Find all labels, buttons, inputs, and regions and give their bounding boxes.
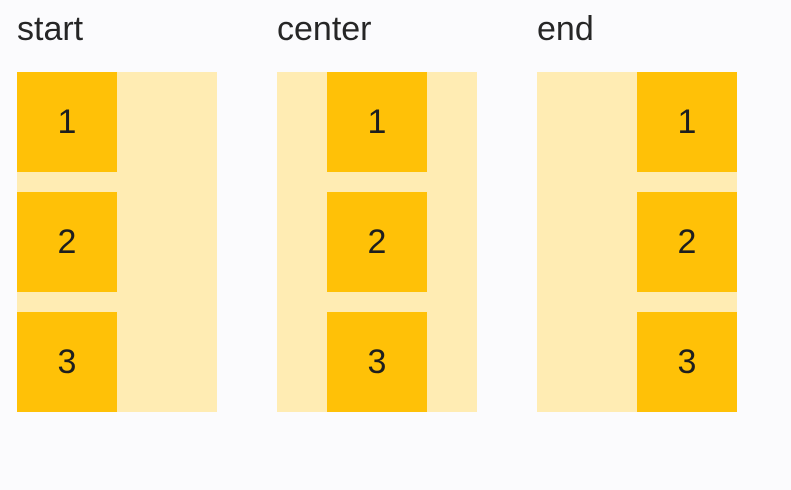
flex-item: 1	[17, 72, 117, 172]
group-label: end	[537, 10, 594, 48]
flex-item: 1	[327, 72, 427, 172]
flex-item: 2	[327, 192, 427, 292]
flex-item: 1	[637, 72, 737, 172]
alignment-demo-figure: start 1 2 3 center 1 2 3 end 1 2 3	[17, 10, 737, 412]
flex-item: 3	[327, 312, 427, 412]
alignment-group-end: end 1 2 3	[537, 10, 737, 412]
flex-item: 3	[637, 312, 737, 412]
flex-item: 2	[637, 192, 737, 292]
flex-track: 1 2 3	[17, 72, 217, 412]
group-label: start	[17, 10, 84, 48]
alignment-group-start: start 1 2 3	[17, 10, 217, 412]
flex-item: 3	[17, 312, 117, 412]
flex-item: 2	[17, 192, 117, 292]
alignment-group-center: center 1 2 3	[277, 10, 477, 412]
group-label: center	[277, 10, 372, 48]
flex-track: 1 2 3	[537, 72, 737, 412]
flex-track: 1 2 3	[277, 72, 477, 412]
